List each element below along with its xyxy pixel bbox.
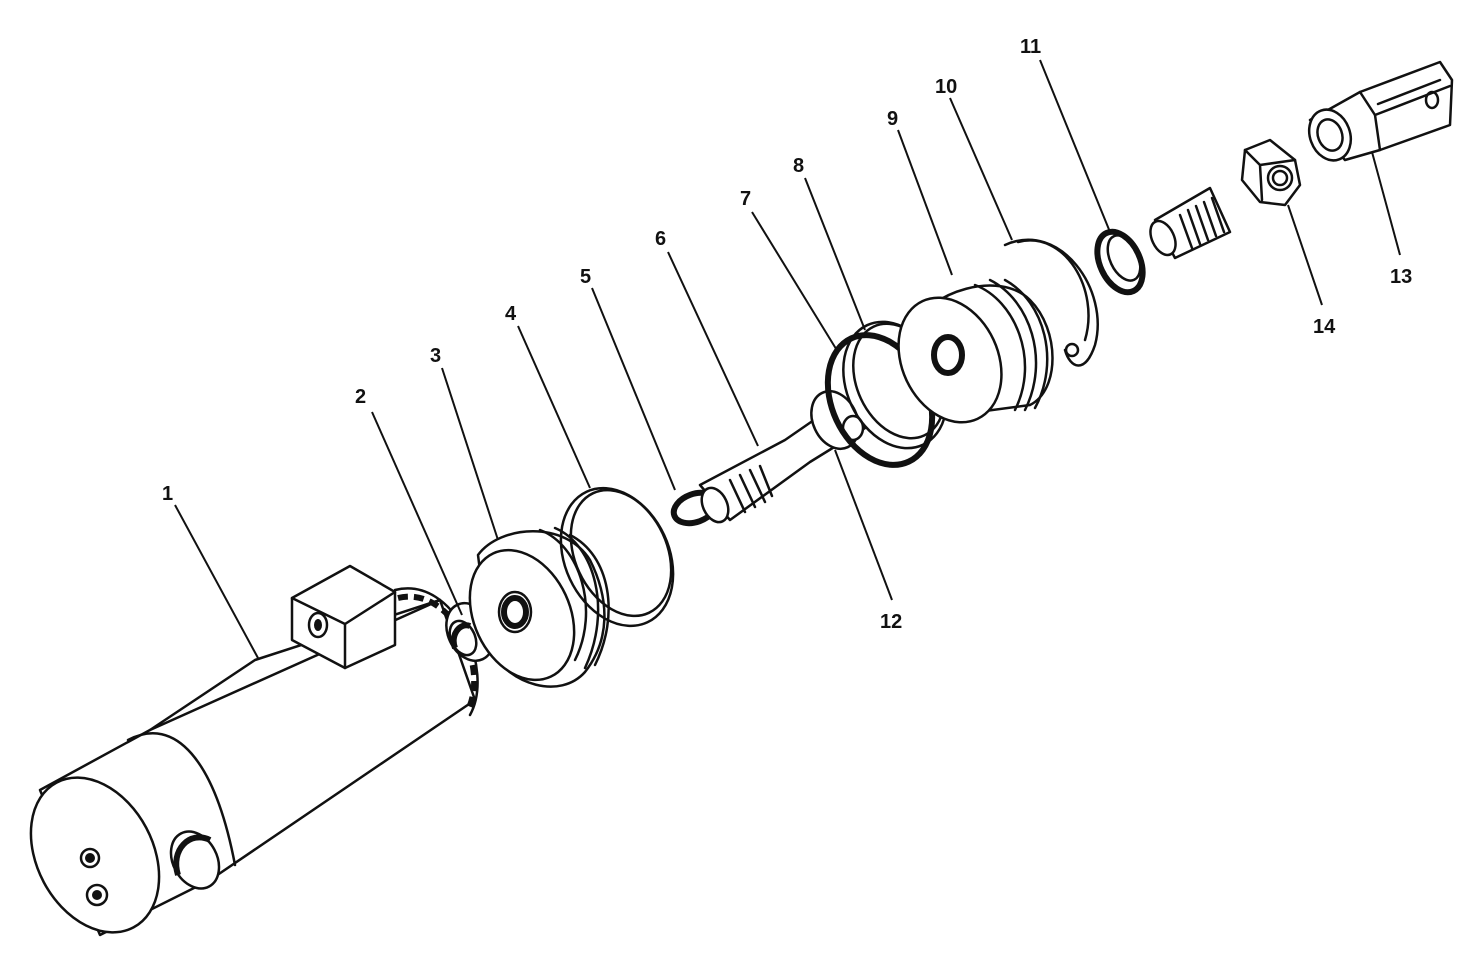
callout-9: 9 xyxy=(887,108,898,130)
callout-4: 4 xyxy=(505,303,517,325)
part-14-hex-nut xyxy=(1240,138,1302,207)
leader-6 xyxy=(667,251,759,447)
callout-2: 2 xyxy=(355,386,366,408)
part-4-seal-ring xyxy=(559,486,675,628)
callout-8: 8 xyxy=(793,155,804,177)
leader-10 xyxy=(949,97,1013,241)
leader-12 xyxy=(834,449,893,601)
part-1-port-block xyxy=(290,564,397,670)
callout-3: 3 xyxy=(430,345,441,367)
part-1-cylinder-body xyxy=(29,587,479,937)
callout-14: 14 xyxy=(1313,316,1336,338)
part-11-ring xyxy=(1094,228,1146,296)
callout-11: 11 xyxy=(1020,36,1041,58)
leader-4 xyxy=(517,325,591,489)
part-9-piston xyxy=(897,278,1054,424)
leader-7 xyxy=(751,211,839,353)
leader-5 xyxy=(591,287,676,491)
callout-12: 12 xyxy=(880,611,902,633)
leader-8 xyxy=(804,177,866,331)
leader-3 xyxy=(441,367,499,541)
leader-lines xyxy=(174,59,1401,659)
callout-6: 6 xyxy=(655,228,666,250)
leader-11 xyxy=(1039,59,1111,233)
part-6-piston-rod xyxy=(698,390,867,524)
callout-labels: 1 2 3 4 5 6 7 8 9 10 11 12 13 14 xyxy=(162,36,1412,633)
threaded-stud xyxy=(1149,186,1232,260)
callout-5: 5 xyxy=(580,266,591,288)
leader-9 xyxy=(897,129,953,276)
callout-1: 1 xyxy=(162,483,173,505)
leader-14 xyxy=(1287,204,1323,306)
leader-2 xyxy=(371,411,463,616)
part-10-snap-ring xyxy=(1003,238,1099,367)
callout-10: 10 xyxy=(935,76,957,98)
callout-13: 13 xyxy=(1390,266,1412,288)
callout-7: 7 xyxy=(740,188,751,210)
leader-13 xyxy=(1371,151,1401,256)
leader-1 xyxy=(174,504,259,659)
part-13-clevis xyxy=(1307,60,1454,162)
